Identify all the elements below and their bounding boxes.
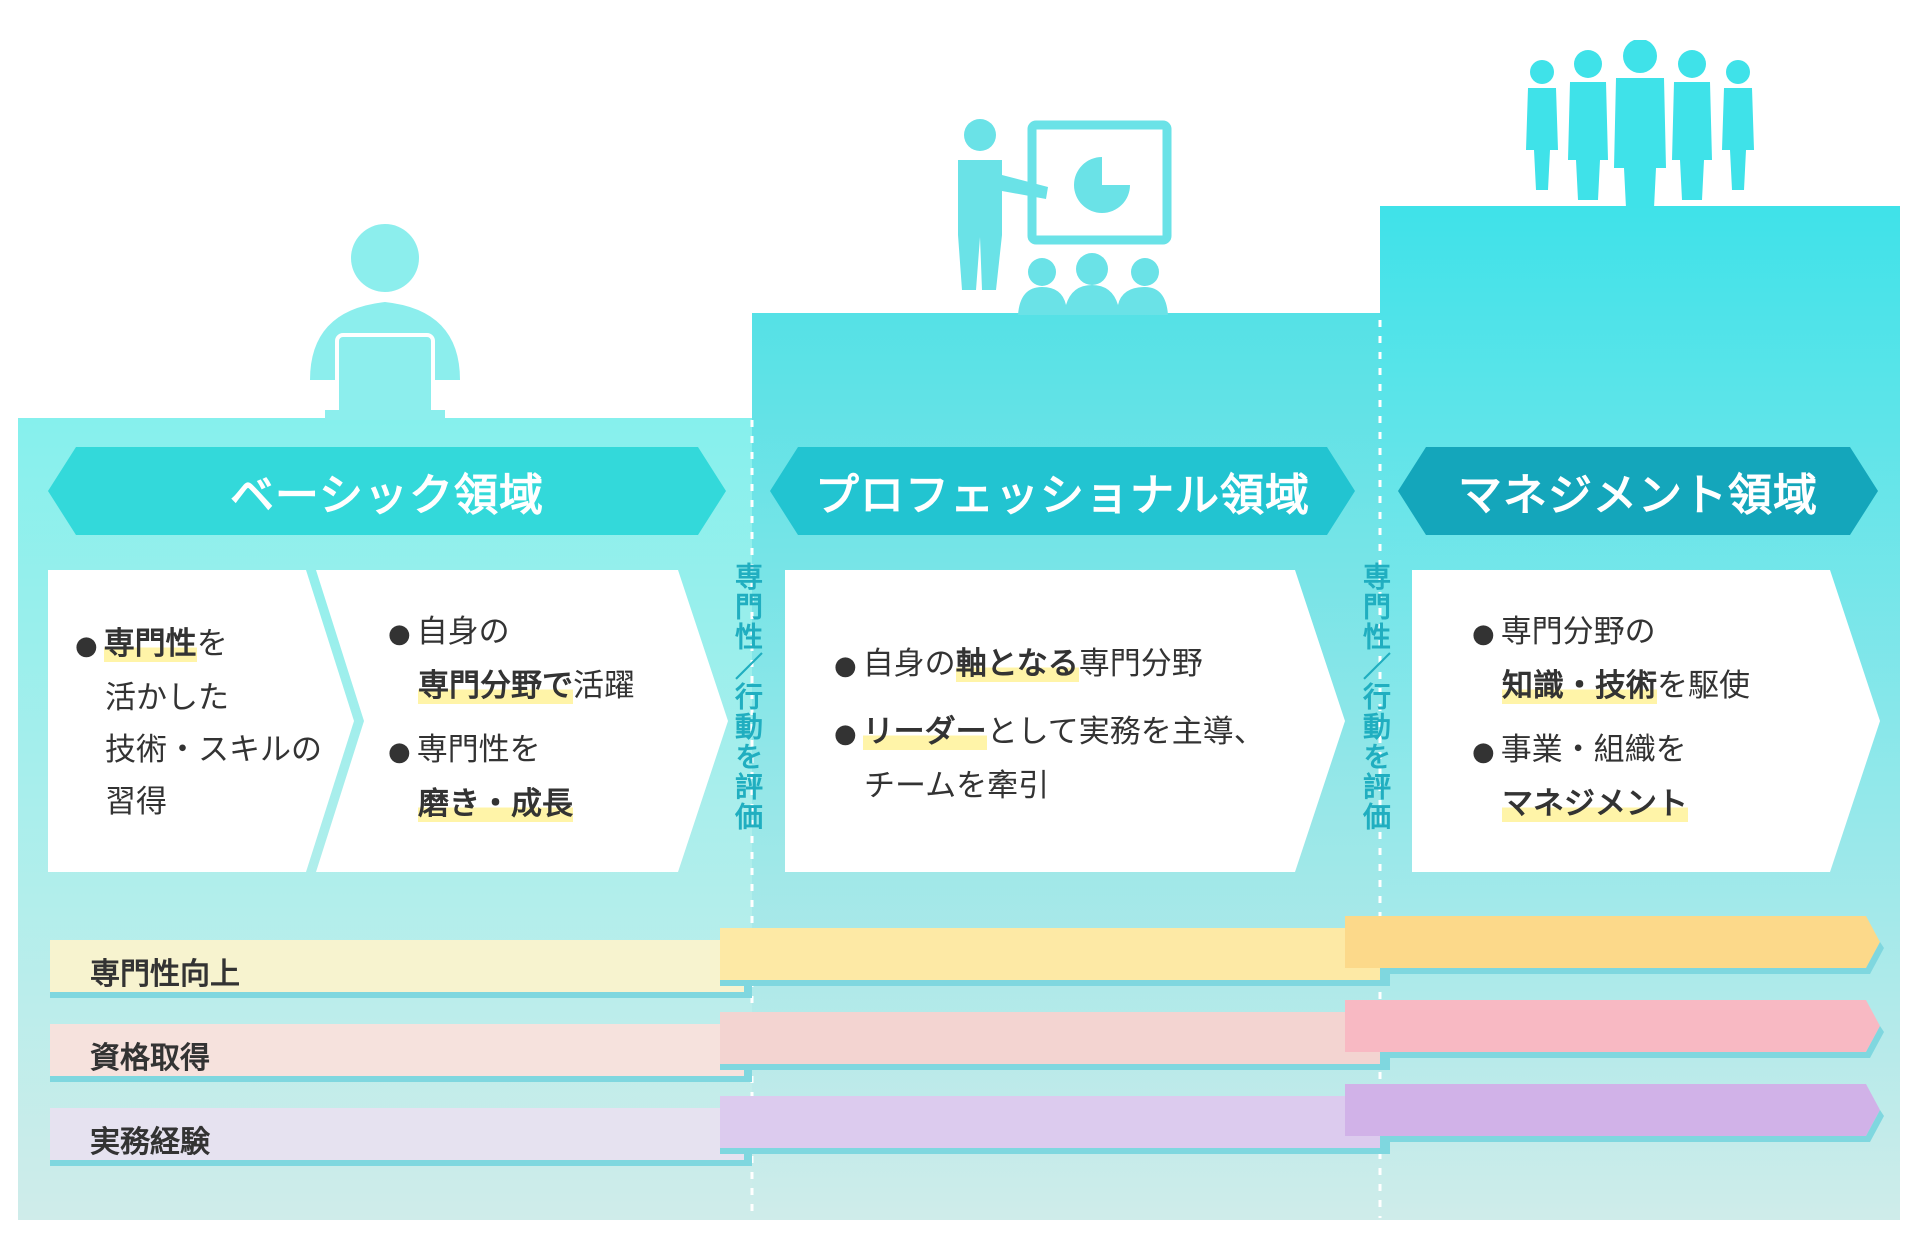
pro-bullet-2: ●リーダーとして実務を主導、 チームを牽引 bbox=[834, 714, 1265, 804]
bullet-dot-icon: ● bbox=[1472, 737, 1495, 767]
bar-label-1: 専門性向上 bbox=[90, 957, 240, 992]
person-laptop-icon bbox=[310, 224, 460, 420]
pro-bullet-1: ●自身の軸となる専門分野 bbox=[834, 646, 1203, 682]
basic-bullet-2: ●自身の 専門分野で活躍 bbox=[388, 614, 635, 704]
bar-row-3 bbox=[50, 1084, 1884, 1166]
bar-row-2 bbox=[50, 1000, 1884, 1082]
banner-pro-bg bbox=[770, 447, 1355, 535]
bullet-dot-icon: ● bbox=[834, 651, 857, 681]
bullet-dot-icon: ● bbox=[1472, 619, 1495, 649]
evaluation-label-2: 専門性／行動を評価 bbox=[1359, 562, 1392, 832]
banner-pro: プロフェッショナル領域 bbox=[815, 470, 1310, 521]
presenter-icon bbox=[958, 119, 1172, 315]
bar-row-1 bbox=[50, 916, 1884, 998]
evaluation-label-1: 専門性／行動を評価 bbox=[731, 562, 764, 832]
group-icon bbox=[1526, 40, 1754, 208]
banner-basic: ベーシック領域 bbox=[229, 470, 545, 521]
banner-mgmt: マネジメント領域 bbox=[1458, 470, 1818, 521]
bullet-dot-icon: ● bbox=[75, 631, 98, 661]
basic-bullet-3: ●専門性を 磨き・成長 bbox=[388, 732, 573, 822]
bar-label-3: 実務経験 bbox=[90, 1125, 210, 1160]
pro-card bbox=[785, 570, 1345, 872]
basic-bullet-1: ●専門性を 活かした 技術・スキルの 習得 bbox=[75, 626, 322, 820]
mgmt-bullet-1: ●専門分野の 知識・技術を駆使 bbox=[1472, 614, 1750, 704]
bullet-dot-icon: ● bbox=[388, 619, 411, 649]
mgmt-bullet-2: ●事業・組織を マネジメント bbox=[1472, 732, 1688, 822]
bar-label-2: 資格取得 bbox=[90, 1041, 210, 1076]
bullet-dot-icon: ● bbox=[388, 737, 411, 767]
bullet-dot-icon: ● bbox=[834, 719, 857, 749]
banner-basic-bg bbox=[48, 447, 726, 535]
banner-mgmt-bg bbox=[1398, 447, 1878, 535]
